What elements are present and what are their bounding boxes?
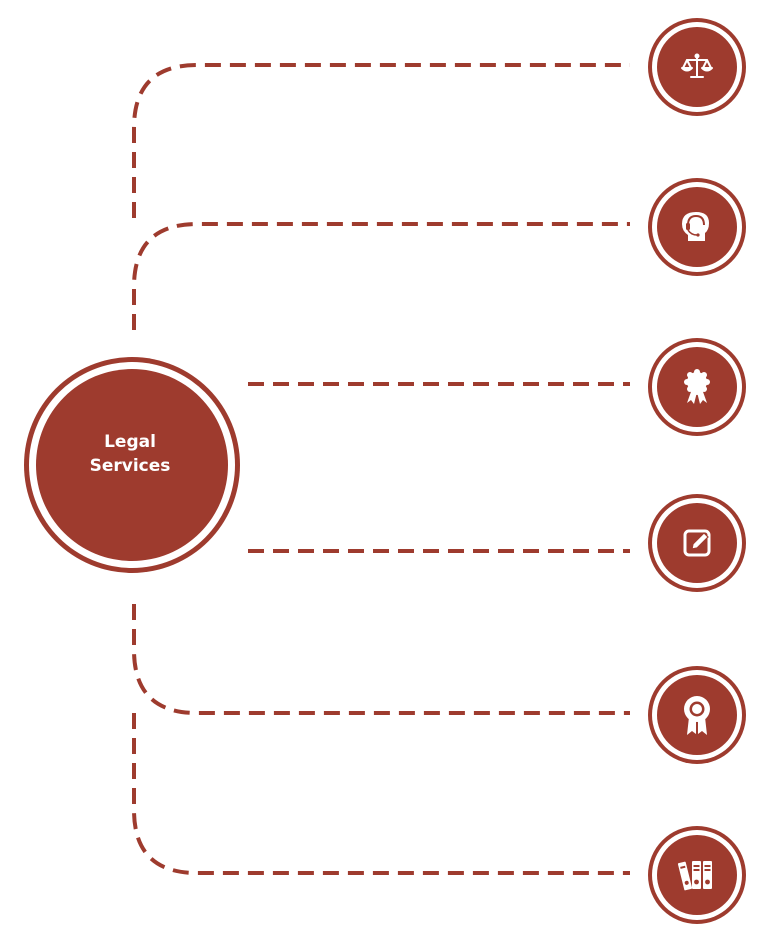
node-3[interactable] [648, 338, 746, 436]
hub-title-line-2: Services [89, 456, 171, 476]
node-4[interactable] [648, 494, 746, 592]
hub-title: Legal Services [40, 430, 220, 478]
hub-core [36, 369, 228, 561]
hub-title-line-1: Legal [104, 432, 156, 452]
node-5[interactable] [648, 666, 746, 764]
node-1[interactable] [648, 18, 746, 116]
edit-note-icon [683, 529, 711, 557]
headset-agent-icon [682, 212, 709, 241]
binders-icon [677, 861, 712, 891]
connector-6 [132, 713, 630, 875]
certificate-ribbon-icon [684, 696, 710, 735]
node-6[interactable] [648, 826, 746, 924]
award-rosette-icon [684, 369, 710, 404]
node-2[interactable] [648, 178, 746, 276]
connector-1 [132, 63, 630, 218]
connector-2 [132, 222, 630, 330]
connector-5 [132, 604, 630, 715]
connectors [132, 63, 630, 875]
scales-icon [681, 53, 713, 78]
hub [24, 357, 240, 573]
